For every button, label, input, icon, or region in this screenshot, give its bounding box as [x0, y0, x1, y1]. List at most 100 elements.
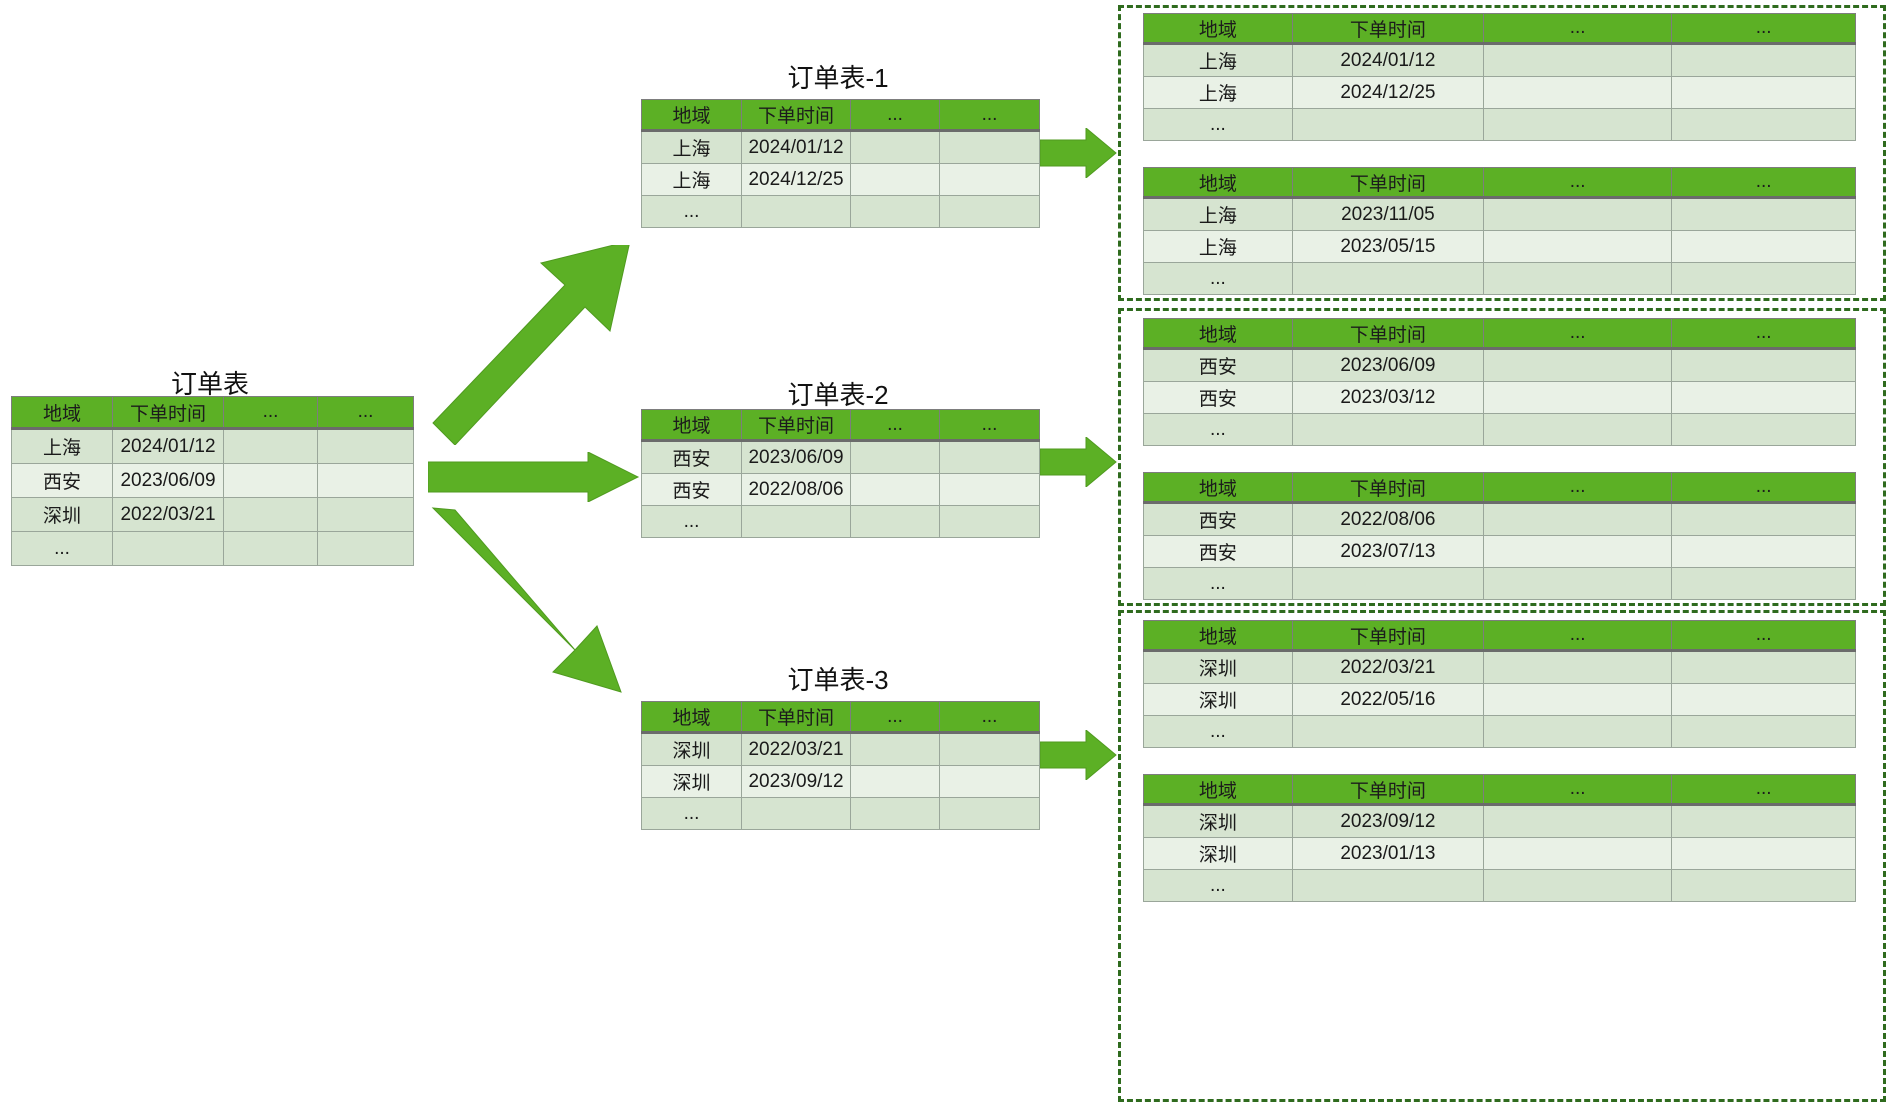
table-row-ellipsis: ... — [641, 797, 1040, 830]
column-header-time: 下单时间 — [1291, 318, 1485, 350]
source-table: 地域 下单时间 ... ... 上海 2024/01/12 西安 2023/06… — [11, 396, 414, 566]
column-header-extra-2: ... — [317, 396, 414, 430]
table-header-row: 地域 下单时间 ... ... — [1143, 318, 1856, 350]
cell-region: 深圳 — [1143, 804, 1293, 838]
table-row-ellipsis: ... — [641, 195, 1040, 228]
arrow-source-to-table-2 — [428, 452, 640, 502]
cell-extra-1 — [223, 463, 318, 498]
region-table-2: 地域 下单时间 ... ... 西安 2023/06/09 西安 2022/08… — [641, 409, 1040, 538]
column-header-time: 下单时间 — [1291, 13, 1485, 45]
cell-time: 2024/01/12 — [741, 130, 851, 164]
cell-region: 西安 — [641, 440, 742, 474]
column-header-extra-2: ... — [939, 701, 1040, 734]
partition-table-shenzhen-2022: 地域 下单时间 ... ... 深圳 2022/03/21 深圳 2022/05… — [1143, 620, 1856, 748]
arrow-table-3-to-group-3 — [1040, 730, 1117, 780]
partition-table-shenzhen-2023: 地域 下单时间 ... ... 深圳 2023/09/12 深圳 2023/01… — [1143, 774, 1856, 902]
table-row: 上海 2024/01/12 — [1143, 43, 1856, 77]
partition-table-xian-2023a: 地域 下单时间 ... ... 西安 2023/06/09 西安 2023/03… — [1143, 318, 1856, 446]
cell-region: 上海 — [11, 428, 113, 464]
column-header-extra-2: ... — [1671, 472, 1856, 504]
table-row: 上海 2023/11/05 — [1143, 197, 1856, 231]
region-table-3-title: 订单表-3 — [787, 665, 889, 695]
column-header-extra-2: ... — [1671, 167, 1856, 199]
cell-time: 2023/09/12 — [1291, 804, 1485, 838]
table-header-row: 地域 下单时间 ... ... — [11, 396, 414, 430]
cell-time: 2022/08/06 — [1291, 502, 1485, 536]
cell-region: 深圳 — [11, 497, 113, 532]
cell-region: 深圳 — [641, 765, 742, 798]
column-header-extra-2: ... — [939, 409, 1040, 442]
cell-extra-2 — [317, 428, 414, 464]
table-row: 上海 2023/05/15 — [1143, 230, 1856, 263]
cell-region: 西安 — [1143, 502, 1293, 536]
cell-extra-2 — [317, 463, 414, 498]
table-row: 深圳 2022/03/21 — [1143, 650, 1856, 684]
table-row: 西安 2023/06/09 — [1143, 348, 1856, 382]
cell-time: 2024/01/12 — [112, 428, 224, 464]
cell-region: 上海 — [1143, 230, 1293, 263]
table-row: 西安 2023/06/09 — [641, 440, 1040, 474]
cell-region: 上海 — [1143, 197, 1293, 231]
column-header-time: 下单时间 — [1291, 167, 1485, 199]
partition-group-xian — [1118, 308, 1886, 606]
cell-region: 深圳 — [1143, 837, 1293, 870]
table-row: 西安 2022/08/06 — [1143, 502, 1856, 536]
table-row: 西安 2023/03/12 — [1143, 381, 1856, 414]
column-header-region: 地域 — [641, 701, 742, 734]
cell-region: 上海 — [641, 130, 742, 164]
cell-ellipsis: ... — [1143, 413, 1293, 446]
column-header-time: 下单时间 — [741, 409, 851, 442]
table-row-ellipsis: ... — [1143, 413, 1856, 446]
table-row: 西安 2023/07/13 — [1143, 535, 1856, 568]
column-header-extra-1: ... — [1483, 472, 1673, 504]
column-header-region: 地域 — [641, 409, 742, 442]
column-header-extra-2: ... — [1671, 13, 1856, 45]
partition-table-shanghai-2023: 地域 下单时间 ... ... 上海 2023/11/05 上海 2023/05… — [1143, 167, 1856, 295]
table-header-row: 地域 下单时间 ... ... — [641, 701, 1040, 734]
partition-table-xian-2022: 地域 下单时间 ... ... 西安 2022/08/06 西安 2023/07… — [1143, 472, 1856, 600]
cell-time: 2023/06/09 — [1291, 348, 1485, 382]
column-header-time: 下单时间 — [741, 701, 851, 734]
arrow-table-2-to-group-2 — [1040, 437, 1117, 487]
source-table-title: 订单表 — [170, 369, 249, 399]
table-row: 上海 2024/01/12 — [641, 130, 1040, 164]
column-header-extra-2: ... — [1671, 774, 1856, 806]
cell-time: 2022/03/21 — [741, 732, 851, 766]
column-header-extra-1: ... — [1483, 167, 1673, 199]
cell-ellipsis: ... — [1143, 715, 1293, 748]
table-row: 上海 2024/12/25 — [1143, 76, 1856, 109]
cell-time: 2023/06/09 — [112, 463, 224, 498]
arrow-table-1-to-group-1 — [1040, 128, 1117, 178]
cell-ellipsis: ... — [1143, 567, 1293, 600]
cell-time: 2023/09/12 — [741, 765, 851, 798]
region-table-1-title: 订单表-1 — [787, 63, 889, 93]
column-header-region: 地域 — [1143, 167, 1293, 199]
region-table-1: 地域 下单时间 ... ... 上海 2024/01/12 上海 2024/12… — [641, 99, 1040, 228]
table-row-ellipsis: ... — [1143, 262, 1856, 295]
cell-time: 2023/11/05 — [1291, 197, 1485, 231]
partition-group-shanghai — [1118, 5, 1886, 301]
cell-region: 深圳 — [1143, 683, 1293, 716]
cell-region: 西安 — [11, 463, 113, 498]
column-header-extra-2: ... — [939, 99, 1040, 132]
column-header-region: 地域 — [1143, 472, 1293, 504]
cell-time: 2022/05/16 — [1291, 683, 1485, 716]
table-row-ellipsis: ... — [641, 505, 1040, 538]
cell-time: 2024/12/25 — [1291, 76, 1485, 109]
cell-extra-1 — [223, 497, 318, 532]
table-row-ellipsis: ... — [1143, 869, 1856, 902]
cell-ellipsis: ... — [1143, 262, 1293, 295]
partition-group-shenzhen — [1118, 610, 1886, 1102]
cell-region: 西安 — [1143, 381, 1293, 414]
column-header-region: 地域 — [641, 99, 742, 132]
table-header-row: 地域 下单时间 ... ... — [641, 409, 1040, 442]
region-table-2-title: 订单表-2 — [787, 380, 889, 410]
cell-time: 2024/12/25 — [741, 163, 851, 196]
table-header-row: 地域 下单时间 ... ... — [1143, 774, 1856, 806]
table-row: 上海 2024/01/12 — [11, 428, 414, 464]
cell-time: 2023/06/09 — [741, 440, 851, 474]
cell-ellipsis: ... — [1143, 869, 1293, 902]
cell-ellipsis: ... — [1143, 108, 1293, 141]
cell-time: 2022/03/21 — [1291, 650, 1485, 684]
column-header-extra-1: ... — [1483, 13, 1673, 45]
